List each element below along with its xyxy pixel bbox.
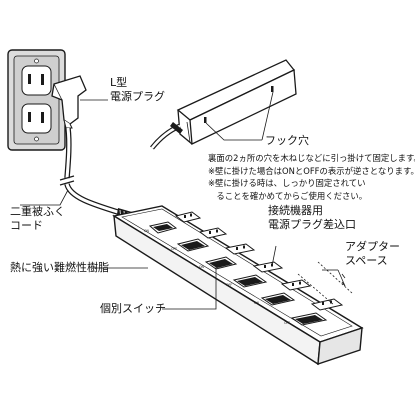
switch-mark: ON (144, 229, 150, 233)
switch-mark: OFF (284, 321, 290, 325)
note-line-3: ※壁に掛ける時は、しっかり固定されてい (208, 178, 366, 189)
outlet-2 (198, 227, 228, 239)
plug-label-line1: L型 (110, 76, 128, 89)
outlet-1 (174, 211, 202, 223)
switch-5 (260, 292, 296, 306)
resin-label: 熱に強い難燃性樹脂 (10, 261, 109, 274)
connector-label: 接続機器用 電源プラグ差込口 (268, 204, 356, 232)
switch-mark: OFF (226, 283, 232, 287)
switch-marks: ON OFF ON OFF ON OFF (144, 229, 290, 325)
cord-lower (64, 183, 125, 217)
connector-label-line1: 接続機器用 (268, 204, 323, 217)
connector-label-line2: 電源プラグ差込口 (268, 217, 356, 231)
plug-label-line2: 電源プラグ (110, 89, 165, 103)
switch-3 (204, 256, 238, 270)
switch-mark: OFF (171, 247, 177, 251)
adapter-label-line2: スペース (345, 253, 388, 267)
switch-label: 個別スイッチ (100, 302, 166, 315)
cord-label-line1: 二重被ふく (10, 205, 65, 218)
note-line-1: 裏面の2ヵ所の穴を木ねじなどに引っ掛けて固定します。 (208, 153, 415, 163)
note-line-2: ※壁に掛けた場合はONとOFFの表示が逆さとなります。 (208, 165, 415, 176)
outlet-6 (310, 298, 344, 311)
switch-mark: ON (254, 301, 260, 305)
leader-lines (20, 99, 338, 310)
adapter-space-bracket (297, 261, 353, 306)
switch-6 (290, 312, 328, 326)
adapter-label: アダプター スペース (345, 240, 400, 268)
cord-label-line2: コード (10, 218, 43, 232)
note-line-4: ることを確かめてからご使用ください。 (208, 190, 368, 201)
switch-4 (232, 274, 268, 288)
wall-outlet (7, 49, 66, 151)
plug-label: L型 電源プラグ (110, 76, 165, 104)
switch-2 (176, 238, 210, 252)
cord-label: 二重被ふく コード (10, 205, 65, 233)
switch-1 (148, 221, 178, 234)
adapter-label-line1: アダプター (345, 240, 400, 253)
outlet-3 (224, 243, 256, 255)
strip-back-view (150, 59, 297, 150)
power-strip (112, 205, 364, 366)
strip-controls (148, 211, 344, 326)
switch-mark: ON (199, 265, 205, 269)
hook-label: フック穴 (265, 134, 309, 147)
outlet-5 (280, 279, 312, 291)
notes-block: 裏面の2ヵ所の穴を木ねじなどに引っ掛けて固定します。 ※壁に掛けた場合はONとO… (208, 152, 415, 202)
